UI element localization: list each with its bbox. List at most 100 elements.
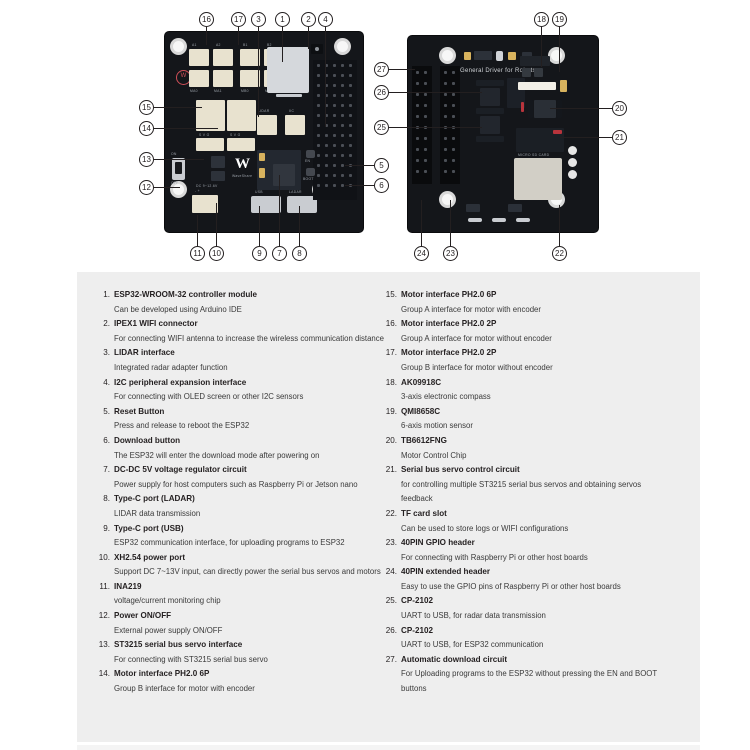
legend-entry-number: 3. (103, 348, 110, 358)
cp2102-chip-esp32 (480, 88, 500, 106)
legend-entry-description: Motor Control Chip (401, 450, 467, 460)
legend-entry-description: Press and release to reboot the ESP32 (114, 421, 250, 431)
legend-entry-title: 25.CP-2102 (382, 594, 672, 609)
capacitor (259, 153, 265, 161)
cp2102-chip-radar (480, 116, 500, 134)
legend-entry-number: 23. (385, 538, 397, 548)
legend-entry-number: 2. (103, 319, 110, 329)
legend-entry-label: 40PIN GPIO header (401, 538, 475, 548)
callout-23[interactable]: 23 (443, 246, 458, 261)
legend-entry-title: 24.40PIN extended header (382, 565, 672, 580)
mounting-hole (337, 41, 348, 52)
callout-10[interactable]: 10 (209, 246, 224, 261)
passive-components (476, 108, 504, 114)
ak09918c-compass (522, 68, 531, 77)
legend-entry-description: 3-axis electronic compass (401, 392, 491, 402)
legend-entry-title: 22.TF card slot (382, 507, 672, 522)
legend-entry: 18. AK09918C 3-axis electronic compass (382, 376, 672, 405)
leader-line (282, 27, 283, 62)
motor-6p-connector-group-a (196, 100, 225, 131)
legend-entry-description: Can be used to store logs or WIFI config… (401, 523, 569, 533)
legend-entry-description: UART to USB, for radar data transmission (401, 611, 546, 621)
switch-lever (175, 162, 182, 174)
mounting-hole (442, 194, 453, 205)
legend-entry-title: 9.Type-C port (USB) (95, 522, 385, 537)
resistor (553, 130, 562, 134)
legend-entry-title: 17.Motor interface PH2.0 2P (382, 346, 672, 361)
callout-4[interactable]: 4 (318, 12, 333, 27)
legend-entry-title: 11.INA219 (95, 580, 385, 595)
callout-17[interactable]: 17 (231, 12, 246, 27)
legend-entry-title: 4.I2C peripheral expansion interface (95, 376, 385, 391)
legend-entry-label: CP-2102 (401, 596, 433, 606)
legend-entry-label: Reset Button (114, 406, 165, 416)
legend-entry-description: Group A interface for motor without enco… (401, 333, 552, 343)
tb6612fng-motor-driver (534, 100, 556, 118)
leader-line (154, 187, 180, 188)
callout-21[interactable]: 21 (612, 130, 627, 145)
legend-entry-description: Power supply for host computers such as … (114, 479, 358, 489)
callout-20[interactable]: 20 (612, 101, 627, 116)
waveshare-logo: W (235, 156, 250, 172)
legend-entry-label: AK09918C (401, 377, 442, 387)
legend-entry-number: 14. (98, 669, 110, 679)
edge-pad (468, 218, 482, 222)
legend-entry-title: 10.XH2.54 power port (95, 551, 385, 566)
legend-entry-label: Motor interface PH2.0 6P (114, 669, 210, 679)
callout-14[interactable]: 14 (139, 121, 154, 136)
test-point (568, 170, 577, 179)
callout-18[interactable]: 18 (534, 12, 549, 27)
legend-entry-label: LIDAR interface (114, 348, 175, 358)
callout-2[interactable]: 2 (301, 12, 316, 27)
i2c-expansion-connector (285, 115, 305, 135)
callout-26[interactable]: 26 (374, 85, 389, 100)
callout-9[interactable]: 9 (252, 246, 267, 261)
led (521, 102, 524, 112)
leader-line (325, 27, 326, 127)
ipex-center (315, 47, 319, 51)
passive-components (508, 204, 522, 212)
legend-entry-number: 18. (385, 377, 397, 387)
legend-entry-label: ESP32-WROOM-32 controller module (114, 290, 258, 299)
xh254-power-port (192, 195, 218, 213)
callout-8[interactable]: 8 (292, 246, 307, 261)
legend-entry-number: 13. (98, 640, 110, 650)
passive-components (520, 56, 550, 66)
callout-24[interactable]: 24 (414, 246, 429, 261)
legend-entry-title: 16.Motor interface PH2.0 2P (382, 317, 672, 332)
callout-25[interactable]: 25 (374, 120, 389, 135)
motor-2p-connector-b1 (240, 49, 260, 66)
callout-13[interactable]: 13 (139, 152, 154, 167)
legend-entry-description: For connecting with Raspberry Pi or othe… (401, 552, 588, 562)
callout-5[interactable]: 5 (374, 158, 389, 173)
legend-entry-description: Group B interface for motor with encoder (114, 684, 255, 694)
callout-22[interactable]: 22 (552, 246, 567, 261)
callout-15[interactable]: 15 (139, 100, 154, 115)
callout-3[interactable]: 3 (251, 12, 266, 27)
legend-entry-title: 21.Serial bus servo control circuit (382, 463, 672, 478)
mounting-hole (173, 41, 184, 52)
legend-entry-title: 23. 40PIN GPIO header (382, 536, 672, 551)
callout-11[interactable]: 11 (190, 246, 205, 261)
legend-entry-number: 20. (385, 435, 397, 445)
leader-line (345, 165, 374, 166)
callout-1[interactable]: 1 (275, 12, 290, 27)
motor-2p-connector-ma0 (189, 70, 209, 87)
leader-line (559, 27, 560, 72)
legend-entry-label: INA219 (114, 581, 142, 591)
callout-19[interactable]: 19 (552, 12, 567, 27)
callout-7[interactable]: 7 (272, 246, 287, 261)
callout-27[interactable]: 27 (374, 62, 389, 77)
callout-6[interactable]: 6 (374, 178, 389, 193)
passive-components (476, 136, 504, 142)
40pin-gpio-header (440, 66, 460, 184)
callout-16[interactable]: 16 (199, 12, 214, 27)
callout-12[interactable]: 12 (139, 180, 154, 195)
